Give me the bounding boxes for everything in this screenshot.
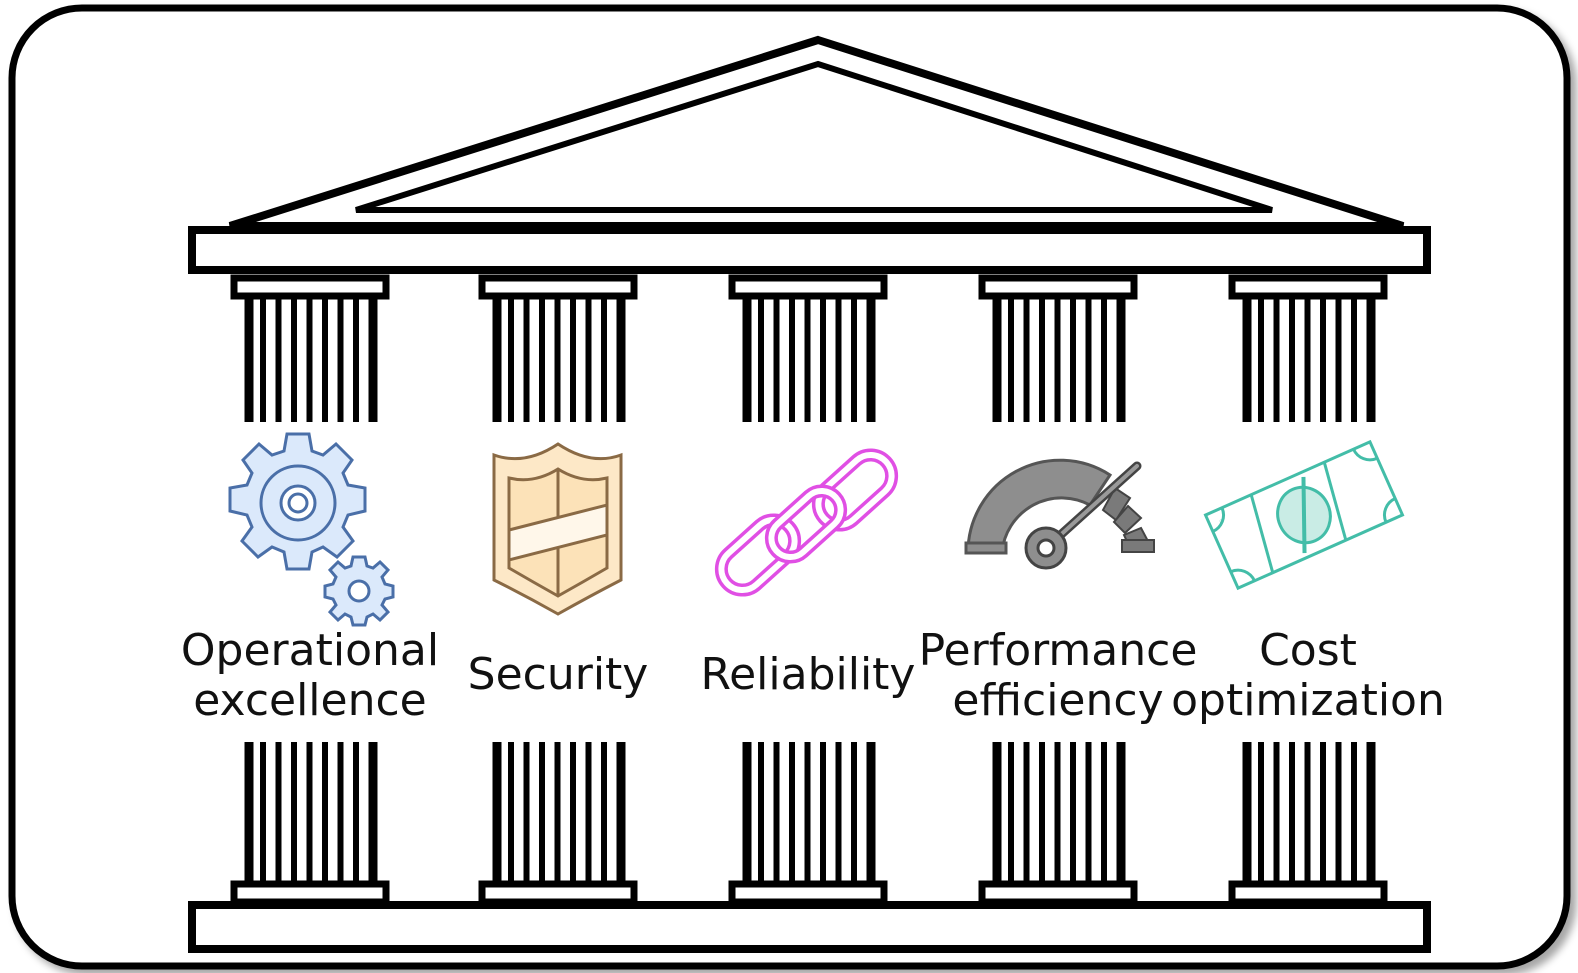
column-performance xyxy=(978,274,1138,906)
temple-base xyxy=(188,901,1431,953)
label-line: optimization xyxy=(1171,675,1445,726)
column-cost xyxy=(1228,274,1388,906)
temple-beam xyxy=(188,226,1431,274)
speedometer-icon xyxy=(964,458,1155,570)
columns xyxy=(230,274,1388,906)
column-security xyxy=(478,274,638,906)
shield-icon xyxy=(492,442,623,616)
label-line: Operational xyxy=(180,625,440,676)
label-line: Cost xyxy=(1259,625,1357,676)
label-line: Performance xyxy=(918,625,1198,676)
chain-link-icon xyxy=(714,448,899,597)
label-line: excellence xyxy=(193,675,427,726)
banknote-icon xyxy=(1203,439,1405,591)
label-line: Security xyxy=(467,649,649,700)
label-reliability: Reliability xyxy=(658,650,958,700)
column-operational xyxy=(230,274,390,906)
column-reliability xyxy=(728,274,888,906)
label-line: Reliability xyxy=(700,649,916,700)
label-security: Security xyxy=(408,650,708,700)
label-line: efficiency xyxy=(952,675,1164,726)
gears-icon xyxy=(228,432,395,627)
